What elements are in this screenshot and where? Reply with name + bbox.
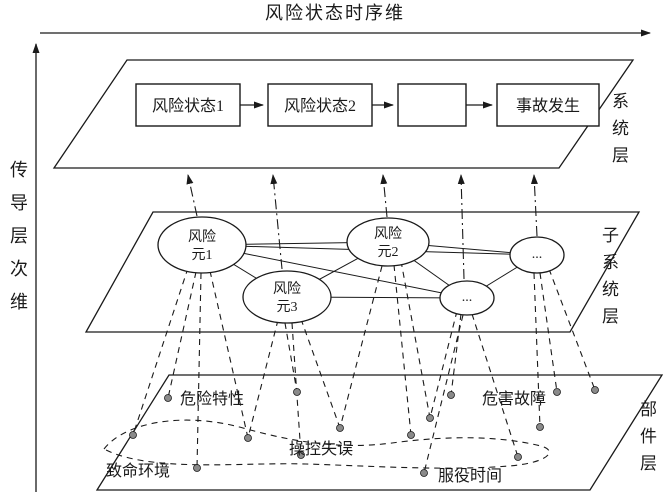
component-dot [193, 464, 201, 472]
accident-box [496, 83, 600, 127]
risk-node-ellipsis-1-label: ... [462, 290, 473, 305]
component-dot [420, 469, 428, 477]
transmission-arrows [186, 174, 538, 280]
risk-node-ellipsis-2 [509, 236, 565, 274]
time-axis-title: 风险状态时序维 [265, 3, 405, 23]
factor-operation-error: 操控失误 [289, 440, 353, 458]
component-dot [297, 451, 305, 459]
transmission-arrow [380, 174, 388, 218]
component-dots [129, 386, 599, 477]
risk-node-1-line2: 元1 [192, 248, 213, 263]
factor-link [400, 260, 431, 419]
risk-state-ellipsis-box [397, 83, 467, 127]
component-dot [426, 414, 434, 422]
system-layer-label: 系统层 [609, 92, 628, 173]
transmission-arrow [457, 174, 465, 280]
factor-link [471, 313, 519, 458]
factor-fatal-environment: 致命环境 [106, 461, 170, 480]
component-dot [129, 431, 137, 439]
risk-node-1 [157, 216, 247, 274]
factor-link [132, 267, 189, 436]
risk-node-2-line1: 风险 [374, 226, 402, 242]
component-dot [536, 423, 544, 431]
component-dot [244, 434, 252, 442]
accident-label: 事故发生 [516, 97, 580, 115]
risk-node-ellipsis-2-label: ... [532, 247, 543, 262]
factor-link [539, 272, 558, 393]
factor-link [533, 272, 541, 428]
component-dot [336, 424, 344, 432]
factor-link [247, 319, 279, 439]
risk-node-3-line2: 元3 [277, 300, 298, 315]
risk-node-3-line1: 风险 [273, 281, 301, 297]
factor-link [423, 314, 464, 474]
factor-service-time: 服役时间 [438, 467, 502, 485]
factor-harm-fault: 危害故障 [482, 390, 546, 408]
factor-link [429, 310, 458, 419]
component-dot [447, 391, 455, 399]
subsystem-layer-label: 子系统层 [599, 226, 618, 334]
factor-link [339, 265, 383, 429]
component-layer-label: 部件层 [637, 400, 656, 481]
component-layer-plane [95, 374, 664, 491]
hierarchy-axis-title: 传导层次维 [8, 160, 28, 325]
risk-node-ellipsis-1 [439, 280, 495, 316]
risk-node-3 [242, 270, 332, 324]
risk-state-2-box [267, 83, 373, 127]
component-region-curve [103, 419, 550, 469]
factor-hazard-trait: 危险特性 [180, 390, 244, 408]
risk-state-2-label: 风险状态2 [284, 97, 356, 115]
risk-node-2 [346, 217, 430, 267]
factor-link [284, 322, 298, 393]
component-dot [514, 453, 522, 461]
component-dot [591, 386, 599, 394]
risk-state-1-label: 风险状态1 [152, 97, 224, 115]
factor-link [300, 318, 341, 429]
risk-node-2-line2: 元2 [378, 245, 399, 260]
transmission-arrow [270, 174, 283, 270]
risk-node-1-line1: 风险 [188, 229, 216, 245]
component-dot [407, 431, 415, 439]
factor-link [450, 313, 462, 396]
component-dot [164, 394, 172, 402]
component-dot [293, 388, 301, 396]
component-dot [553, 388, 561, 396]
transmission-arrow [186, 174, 198, 217]
